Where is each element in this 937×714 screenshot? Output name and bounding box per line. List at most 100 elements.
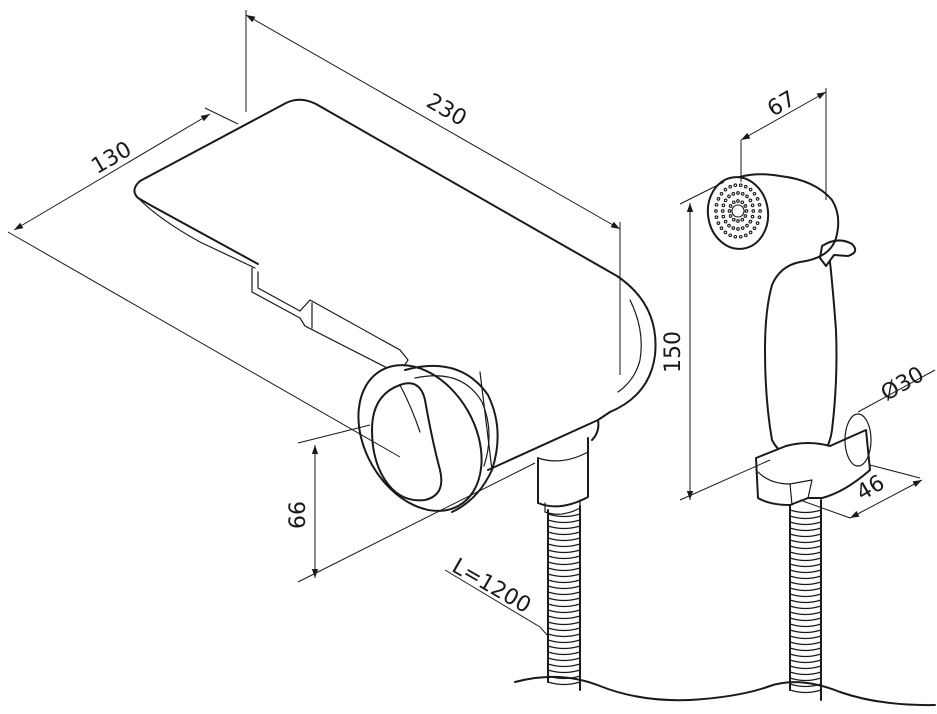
hose-rib [789, 623, 822, 628]
spray-hole [731, 200, 736, 205]
dimension-handset-height-label: 150 [661, 331, 686, 373]
hose-rib [547, 621, 581, 626]
dimension-depth: 130 [7, 107, 401, 458]
mixer-hose-connector [537, 437, 589, 508]
spray-hole [719, 191, 724, 196]
dimension-hose-length-label: L=1200 [447, 554, 535, 619]
spray-hole [727, 223, 731, 228]
spray-hole [727, 194, 731, 199]
mixer-plate-front-edge [133, 180, 259, 265]
handset-trigger [819, 239, 857, 267]
hose-rib [789, 557, 822, 562]
hose-rib [547, 543, 581, 548]
hose-rib [789, 617, 822, 622]
spray-hole [723, 187, 728, 192]
hose-rib [789, 545, 822, 550]
hose-rib [547, 519, 581, 524]
hose-rib [547, 585, 581, 590]
floor-break-line [514, 675, 936, 707]
spray-hole [740, 226, 745, 230]
spray-hole [721, 214, 726, 219]
hose-rib [547, 531, 581, 536]
hose-rib [547, 633, 581, 638]
dimension-holder-diameter: Ø30 [857, 362, 936, 413]
spray-hole [728, 214, 733, 218]
hose-rib [789, 677, 822, 682]
hose-rib [547, 561, 581, 566]
hose-rib [789, 635, 822, 640]
mixer-inner-face [617, 299, 642, 393]
hose-rib [547, 603, 581, 608]
spray-hole [748, 219, 753, 224]
hose-rib [547, 645, 581, 650]
handset-wall-holder [755, 429, 871, 506]
hose-rib [547, 639, 581, 644]
spray-hole [757, 215, 762, 220]
hose-rib [547, 573, 581, 578]
hose-rib [789, 509, 822, 514]
spray-hole [738, 234, 743, 239]
hose-rib [789, 629, 822, 634]
hose-rib [547, 549, 581, 554]
hose-rib [547, 537, 581, 542]
spray-hole [740, 192, 745, 196]
spray-hole [721, 203, 726, 208]
spray-hole [731, 226, 736, 230]
spray-hole [740, 200, 745, 205]
hose-rib [789, 647, 822, 652]
spray-hole [755, 221, 760, 225]
mixer-lever-cylinder [357, 364, 483, 512]
hose-rib [547, 657, 581, 662]
dimension-spout-height-label: 66 [286, 501, 311, 529]
dimension-hose-length: L=1200 [444, 554, 549, 637]
hose-rib [789, 563, 822, 568]
hose-rib [547, 555, 581, 560]
hose-rib [547, 525, 581, 530]
spray-hole [723, 219, 728, 224]
spray-hole [751, 209, 756, 213]
hose-rib [547, 669, 581, 674]
spray-hole [733, 234, 738, 239]
spray-hole [738, 183, 743, 188]
spray-holes [714, 183, 762, 239]
spray-hole [727, 209, 732, 213]
spray-hole [748, 230, 753, 235]
hose-rib [789, 605, 822, 610]
handset-spray-head [706, 176, 770, 250]
hose-rib [789, 527, 822, 532]
spray-hole [736, 227, 740, 231]
dimension-length-label: 230 [422, 89, 471, 132]
hose-rib [789, 587, 822, 592]
spray-hole [757, 202, 762, 207]
spray-hole [719, 226, 724, 231]
spray-hole [740, 217, 745, 222]
hose-rib [547, 651, 581, 656]
hose-rib [789, 599, 822, 604]
spray-hole [743, 214, 748, 218]
hose-rib [547, 627, 581, 632]
hose-rib [547, 609, 581, 614]
hose-rib [789, 611, 822, 616]
spray-hole [745, 223, 749, 228]
hose-rib [547, 663, 581, 668]
mixer-body [133, 98, 657, 515]
spray-hole [743, 233, 748, 238]
spray-hole [731, 192, 736, 196]
spray-hole [714, 209, 718, 213]
hose-rib [789, 593, 822, 598]
spray-hole [755, 197, 760, 201]
hose-rib [789, 641, 822, 646]
spray-hole [744, 209, 749, 213]
spray-hole [736, 191, 740, 195]
hose-rib [789, 521, 822, 526]
hose-rib [547, 579, 581, 584]
hose-rib [789, 551, 822, 556]
spray-hole [736, 219, 740, 223]
spray-hole [728, 233, 733, 238]
spray-hole [743, 184, 748, 189]
spray-hole [728, 184, 733, 189]
hose-rib [789, 515, 822, 520]
dimension-spout-height: 66 [286, 424, 536, 583]
dimension-handset-height: 150 [661, 181, 771, 501]
